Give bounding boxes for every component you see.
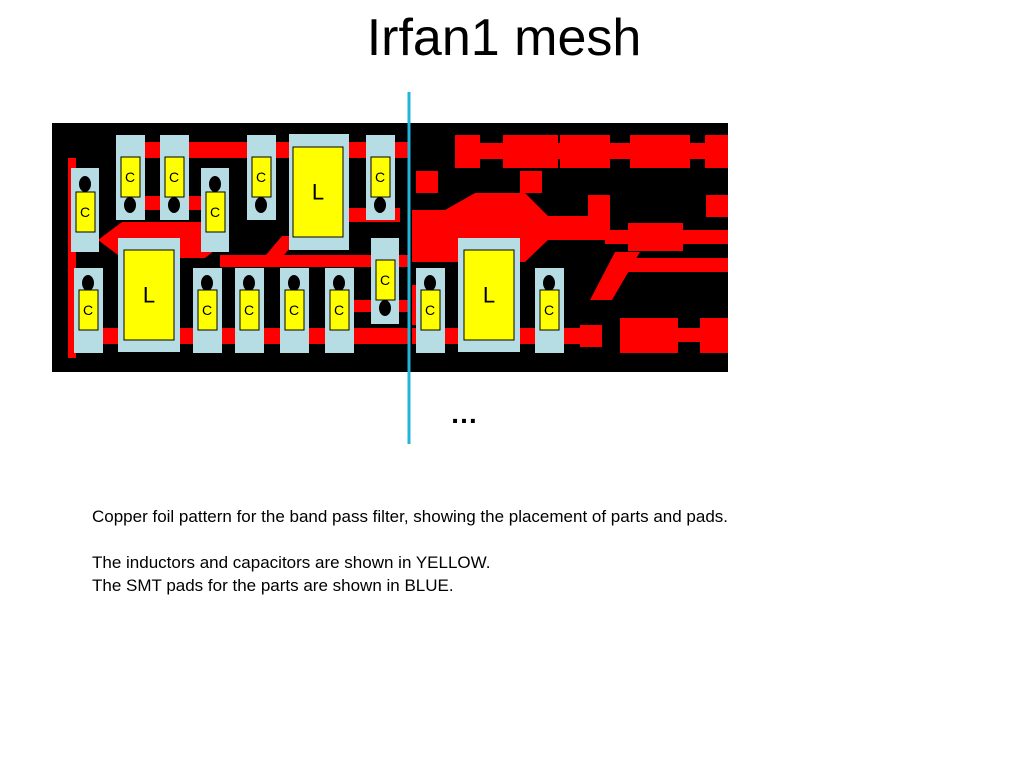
capacitor-label: C [125, 169, 135, 185]
inductor-label: L [312, 180, 324, 205]
slide-title: Irfan1 mesh [366, 9, 642, 67]
copper-traces-right [412, 135, 728, 353]
inductor-label: L [143, 283, 155, 308]
continuation-ellipsis: … [450, 398, 478, 429]
capacitor-label: C [375, 169, 385, 185]
capacitor-label: C [244, 302, 254, 318]
caption-line: The inductors and capacitors are shown i… [92, 553, 491, 572]
parts [75, 146, 560, 341]
pad-holes [79, 176, 555, 316]
capacitor-label: C [334, 302, 344, 318]
caption-line: Copper foil pattern for the band pass fi… [92, 507, 728, 526]
inductor-label: L [483, 283, 495, 308]
capacitor-label: C [80, 204, 90, 220]
caption-line: The SMT pads for the parts are shown in … [92, 576, 454, 595]
capacitor-label: C [210, 204, 220, 220]
capacitor-label: C [425, 302, 435, 318]
capacitor-label: C [83, 302, 93, 318]
caption-spacer [92, 528, 972, 551]
caption-block: Copper foil pattern for the band pass fi… [92, 505, 972, 597]
capacitor-label: C [544, 302, 554, 318]
capacitor-label: C [202, 302, 212, 318]
capacitor-label: C [289, 302, 299, 318]
part-labels: C C C C C C C C C C C C C C L L L [80, 169, 554, 318]
capacitor-label: C [380, 272, 390, 288]
capacitor-label: C [256, 169, 266, 185]
capacitor-label: C [169, 169, 179, 185]
